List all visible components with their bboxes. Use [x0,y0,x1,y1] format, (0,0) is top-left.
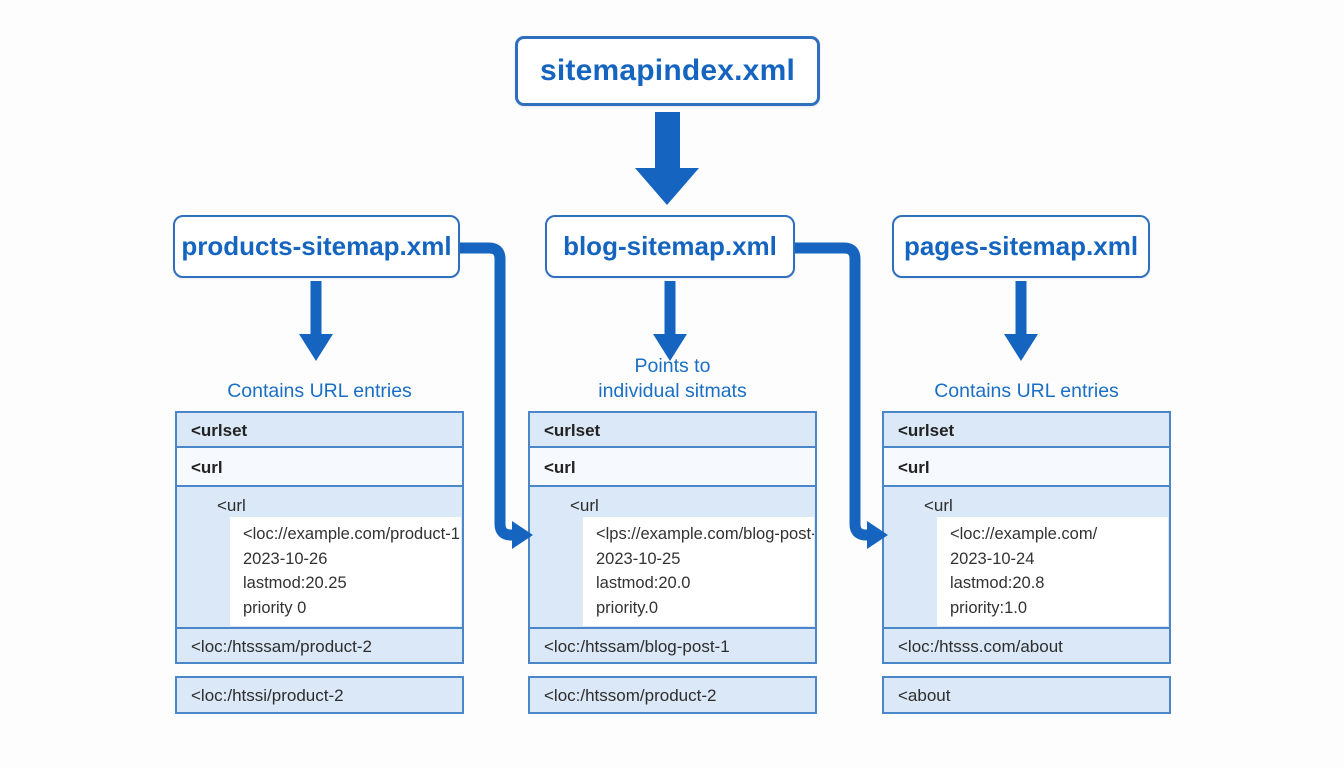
urlset-row: <urlset [175,411,464,448]
node-products-sitemap: products-sitemap.xml [173,215,460,278]
node-products-label: products-sitemap.xml [181,231,452,261]
extra-loc-box: <about [882,676,1171,714]
node-blog-label: blog-sitemap.xml [563,231,777,261]
urlset-row: <urlset [882,411,1171,448]
node-pages-label: pages-sitemap.xml [903,231,1139,261]
url-entry-tag: <url [570,496,599,515]
code-stack-blog: <urlset <url <url <lps://example.com/blo… [528,411,817,714]
blog-down-arrow [653,281,687,361]
loc-row: <loc:/htsssam/product-2 [175,627,464,664]
url-entry-tag: <url [217,496,246,515]
extra-loc-box: <loc:/htssom/product-2 [528,676,817,714]
root-node-sitemapindex: sitemapindex.xml [515,36,820,106]
url-row: <url [175,446,464,487]
loc-row: <loc:/htssam/blog-post-1 [528,627,817,664]
urlset-row: <urlset [528,411,817,448]
url-entry-tag: <url [924,496,953,515]
code-stack-products: <urlset <url <url <loc://example.com/pro… [175,411,464,714]
node-blog-sitemap: blog-sitemap.xml [545,215,795,278]
node-pages-sitemap: pages-sitemap.xml [892,215,1150,278]
pages-down-arrow [1004,281,1038,361]
extra-loc-box: <loc:/htssi/product-2 [175,676,464,714]
products-to-blog-connector [460,242,513,541]
products-down-arrow [299,281,333,361]
url-row: <url [882,446,1171,487]
root-down-arrow [635,112,699,205]
code-stack-pages: <urlset <url <url <loc://example.com/202… [882,411,1171,714]
caption-products: Contains URL entries [227,380,412,402]
loc-row: <loc:/htsss.com/about [882,627,1171,664]
url-row: <url [528,446,817,487]
root-node-label: sitemapindex.xml [540,54,795,87]
caption-pages: Contains URL entries [934,380,1119,402]
